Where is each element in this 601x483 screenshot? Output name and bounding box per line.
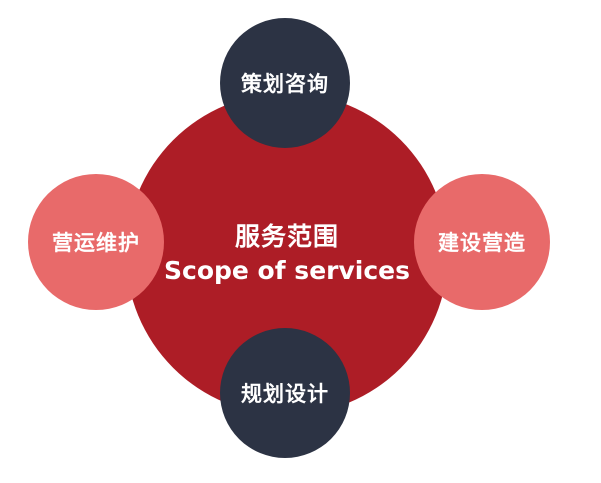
node-bottom-circle: 规划设计 <box>220 328 350 458</box>
node-top-circle: 策划咨询 <box>220 18 350 148</box>
node-top-label: 策划咨询 <box>241 72 329 96</box>
center-subtitle: Scope of services <box>164 256 410 285</box>
node-left-circle: 营运维护 <box>28 174 164 310</box>
node-right-circle: 建设营造 <box>414 174 550 310</box>
center-title: 服务范围 <box>234 222 339 251</box>
node-bottom-label: 规划设计 <box>241 382 329 406</box>
node-left-label: 营运维护 <box>52 231 140 255</box>
node-right-label: 建设营造 <box>438 231 526 255</box>
